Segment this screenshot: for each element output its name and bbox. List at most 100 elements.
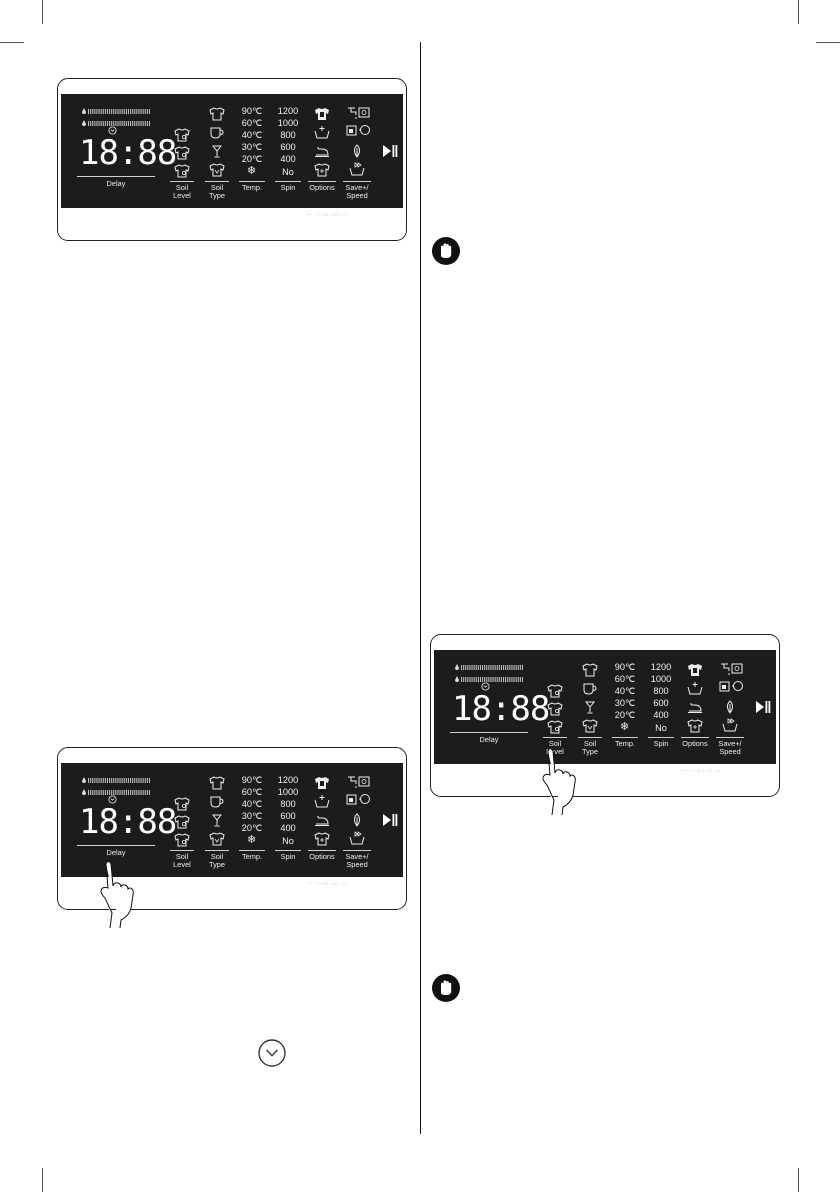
iron-icon <box>314 814 330 826</box>
spin-option: No <box>655 723 667 733</box>
underline <box>205 850 229 851</box>
soil-level-label[interactable]: Soil Level <box>173 852 191 869</box>
cup-icon <box>583 683 597 695</box>
crop-mark-right-bottom <box>798 1168 799 1192</box>
soil-level-shirt-icon <box>174 797 190 811</box>
stop-hand-icon <box>431 973 461 1003</box>
prewash-shirt-icon <box>687 663 703 677</box>
rinse-plus-icon <box>687 681 703 695</box>
underline <box>308 181 336 182</box>
underline <box>308 850 336 851</box>
underline <box>205 181 229 182</box>
underline <box>275 181 301 182</box>
soil-level-shirt-icon <box>547 684 563 698</box>
play-pause-icon[interactable] <box>382 144 398 158</box>
underline <box>77 845 155 846</box>
control-panel-illustration-1: 18:88 Delay Soil Level Soil Type 90℃ 60℃… <box>57 78 407 241</box>
lock-box-icon <box>358 107 370 118</box>
door-lock-icon <box>346 793 358 805</box>
temp-option: 20℃ <box>241 823 263 833</box>
temp-option: 30℃ <box>241 811 263 821</box>
temp-label[interactable]: Temp. <box>241 852 263 861</box>
spin-label[interactable]: Spin <box>280 183 296 192</box>
snowflake-icon: ❄ <box>247 165 257 177</box>
clock-icon <box>256 1037 288 1074</box>
underline <box>343 181 371 182</box>
temp-label[interactable]: Temp. <box>614 739 636 748</box>
temp-option: 20℃ <box>614 710 636 720</box>
spin-option: 1000 <box>277 118 299 128</box>
spin-option: 600 <box>653 698 669 708</box>
clock-icon <box>481 682 490 691</box>
soil-level-shirt-icon <box>174 833 190 847</box>
underline <box>681 737 709 738</box>
spin-option: 1000 <box>277 787 299 797</box>
save-speed-label[interactable]: Save+/ Speed <box>345 852 369 869</box>
water-drop-icon <box>455 676 459 682</box>
spin-label[interactable]: Spin <box>280 852 296 861</box>
eco-leaf-icon <box>725 700 735 714</box>
crop-mark-left-top <box>0 42 24 43</box>
spin-option: 1200 <box>650 662 672 672</box>
options-label[interactable]: Options <box>309 852 335 861</box>
intensive-shirt-icon <box>687 719 703 733</box>
tap-icon <box>346 106 358 120</box>
temp-option: 40℃ <box>241 799 263 809</box>
lock-box-icon <box>731 663 743 674</box>
wine-glass-icon <box>212 814 222 827</box>
speed-tub-icon <box>349 831 365 845</box>
spin-label[interactable]: Spin <box>653 739 669 748</box>
shirt-icon <box>209 107 225 121</box>
soil-type-label[interactable]: Soil Type <box>208 183 226 200</box>
soil-level-label[interactable]: Soil Level <box>173 183 191 200</box>
level-bar <box>88 790 152 795</box>
level-bar <box>461 677 525 682</box>
spin-option: 800 <box>280 799 296 809</box>
temp-label[interactable]: Temp. <box>241 183 263 192</box>
level-bar <box>88 109 152 114</box>
crop-mark-left-bottom <box>42 1168 43 1192</box>
stained-shirt-icon <box>582 719 598 733</box>
options-label[interactable]: Options <box>309 183 335 192</box>
underline <box>170 181 194 182</box>
stained-shirt-icon <box>209 832 225 846</box>
clock-icon <box>108 126 117 135</box>
delay-label[interactable]: Delay <box>106 848 126 857</box>
spin-option: No <box>282 836 294 846</box>
temp-option: 60℃ <box>614 674 636 684</box>
options-label[interactable]: Options <box>682 739 708 748</box>
temp-option: 90℃ <box>241 106 263 116</box>
temp-option: 30℃ <box>241 142 263 152</box>
soil-level-shirt-icon <box>174 164 190 178</box>
control-panel-illustration-3: 18:88 Delay Soil Level Soil Type 90℃ 60℃… <box>430 634 780 797</box>
intensive-shirt-icon <box>314 163 330 177</box>
soil-level-shirt-icon <box>547 702 563 716</box>
child-lock-label: ⟵ * Child Lock ⟶ <box>307 881 348 886</box>
spin-option: 400 <box>653 710 669 720</box>
underline <box>170 850 194 851</box>
temp-option: 20℃ <box>241 154 263 164</box>
play-pause-icon[interactable] <box>382 813 398 827</box>
save-speed-label[interactable]: Save+/ Speed <box>718 739 742 756</box>
washer-drum-icon <box>358 793 371 805</box>
delay-label[interactable]: Delay <box>479 735 499 744</box>
soil-level-label[interactable]: Soil Level <box>546 739 564 756</box>
stop-hand-icon <box>431 236 461 266</box>
rinse-plus-icon <box>314 794 330 808</box>
time-display: 18:88 <box>452 689 550 729</box>
underline <box>648 737 674 738</box>
rinse-plus-icon <box>314 125 330 139</box>
underline <box>578 737 602 738</box>
wine-glass-icon <box>585 701 595 714</box>
soil-type-label[interactable]: Soil Type <box>208 852 226 869</box>
prewash-shirt-icon <box>314 776 330 790</box>
play-pause-icon[interactable] <box>755 700 771 714</box>
save-speed-label[interactable]: Save+/ Speed <box>345 183 369 200</box>
spin-option: 400 <box>280 823 296 833</box>
child-lock-label: ⟵ * Child Lock ⟶ <box>680 768 721 773</box>
crop-mark-right-top <box>816 42 840 43</box>
delay-label[interactable]: Delay <box>106 179 126 188</box>
crop-mark-left <box>42 0 43 24</box>
soil-type-label[interactable]: Soil Type <box>581 739 599 756</box>
washer-drum-icon <box>358 124 371 136</box>
